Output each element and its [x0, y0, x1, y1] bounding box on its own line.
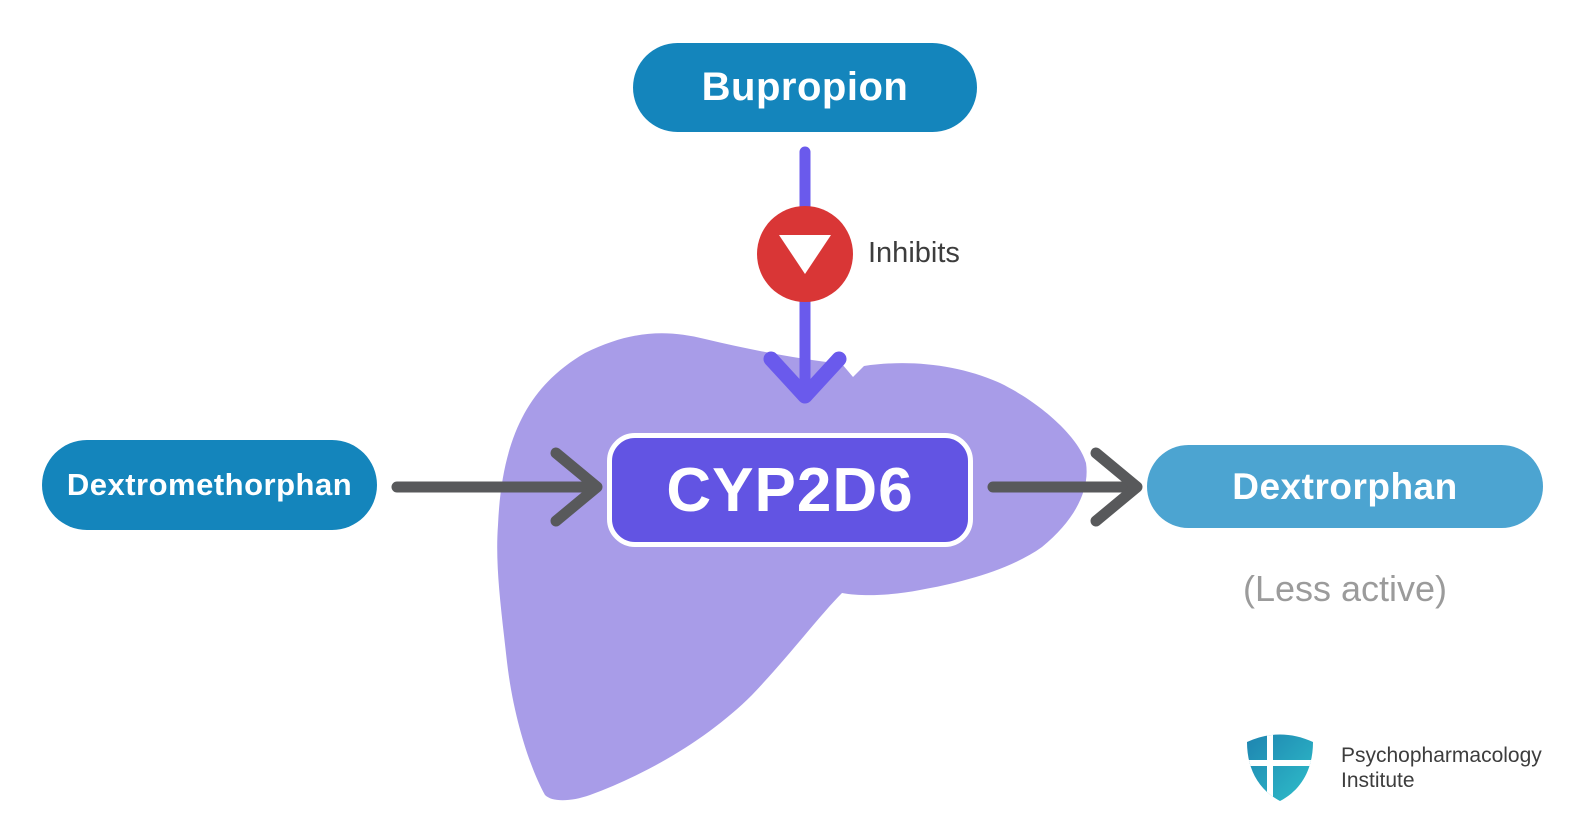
brand-name-line1: Psychopharmacology	[1341, 744, 1542, 767]
product-node-dextrorphan: Dextrorphan	[1147, 445, 1543, 528]
brand-name-line2: Institute	[1341, 769, 1415, 792]
inhibits-label: Inhibits	[868, 237, 960, 269]
product-note: (Less active)	[1242, 568, 1448, 609]
logo-shield-icon	[1247, 734, 1313, 801]
product-node-label: Dextrorphan	[1232, 465, 1458, 507]
inhibit-icon	[757, 206, 853, 302]
brand-logo: Psychopharmacology Institute	[1243, 733, 1542, 803]
flow-arrow-right-icon	[987, 447, 1143, 527]
substrate-node-label: Dextromethorphan	[66, 467, 353, 502]
inhibitor-node-label: Bupropion	[701, 65, 909, 109]
enzyme-node-label: CYP2D6	[666, 455, 914, 525]
substrate-node-dextromethorphan: Dextromethorphan	[42, 440, 377, 530]
inhibit-arrow-icon	[763, 146, 847, 404]
liver-icon	[497, 333, 1087, 801]
inhibitor-node-bupropion: Bupropion	[633, 43, 977, 132]
down-triangle-icon	[779, 235, 831, 274]
enzyme-node-cyp2d6: CYP2D6	[607, 433, 973, 547]
flow-arrow-left-icon	[391, 447, 603, 527]
brand-name: Psychopharmacology Institute	[1341, 743, 1542, 793]
